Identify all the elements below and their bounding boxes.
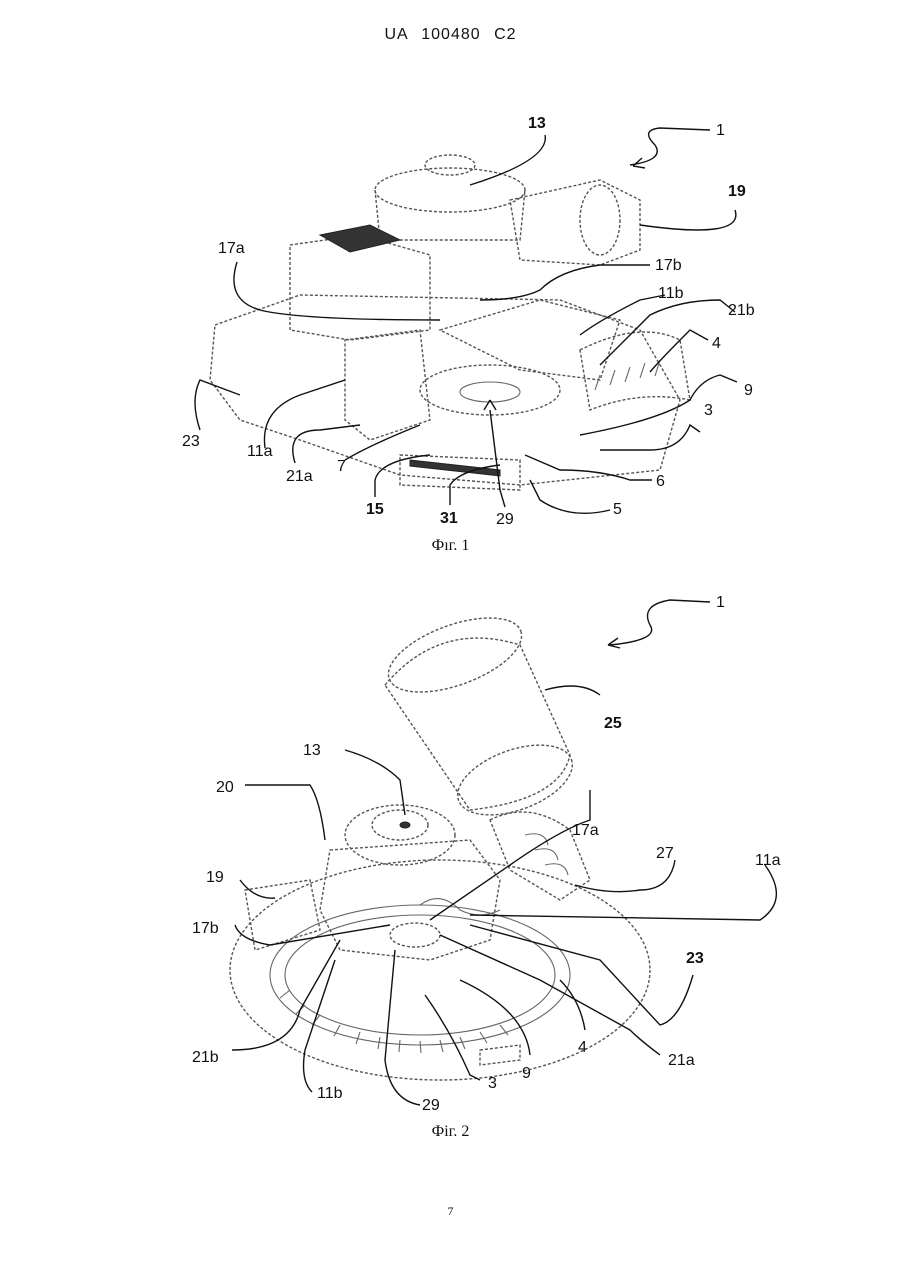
fig2-label: 11b	[317, 1085, 343, 1102]
fig2-label: 9	[522, 1065, 531, 1082]
fig2-label: 19	[206, 869, 224, 886]
fig1-label: 23	[182, 433, 200, 450]
fig1-label: 19	[728, 183, 746, 200]
fig2-label: 11a	[755, 852, 781, 869]
fig2-label: 25	[604, 715, 622, 732]
fig2-label: 21a	[668, 1052, 695, 1069]
fig1-label: 1	[716, 122, 725, 139]
fig2-label: 13	[303, 742, 321, 759]
fig2-label: 4	[578, 1039, 587, 1056]
fig1-label: 11b	[658, 285, 684, 302]
fig1-label: 29	[496, 511, 514, 528]
fig2-label: 17b	[192, 920, 219, 937]
fig1-label: 5	[613, 501, 622, 518]
figure-1-mechanism	[210, 155, 690, 490]
fig1-label: 7	[337, 458, 346, 475]
figure-1-leader-lines	[195, 128, 737, 513]
figure-2-labels: 1 25 13 20 17a 27 11a 19 17b 23 21a 4 9 …	[192, 594, 781, 1114]
fig2-label: 21b	[192, 1049, 219, 1066]
fig1-label: 11a	[247, 443, 273, 460]
figure-2-mechanism	[230, 603, 650, 1080]
fig1-label: 17a	[218, 240, 245, 257]
page-number: 7	[0, 1204, 901, 1219]
fig1-label: 31	[440, 510, 458, 527]
fig2-label: 27	[656, 845, 674, 862]
figure-1-caption: Фıг. 1	[0, 537, 901, 555]
fig1-label: 3	[704, 402, 713, 419]
fig2-label: 20	[216, 779, 234, 796]
fig1-label: 21b	[728, 302, 755, 319]
fig1-label: 15	[366, 501, 384, 518]
fig1-label: 17b	[655, 257, 682, 274]
fig1-label: 9	[744, 382, 753, 399]
figure-1-drawing: 13 1 19 17a 17b 11b 21b 4 9 3 6 5 29 31 …	[0, 0, 901, 560]
figure-2-drawing: 1 25 13 20 17a 27 11a 19 17b 23 21a 4 9 …	[0, 580, 901, 1180]
fig1-label: 4	[712, 335, 721, 352]
figure-2-leader-lines	[232, 600, 776, 1105]
fig2-label: 1	[716, 594, 725, 611]
fig2-label: 3	[488, 1075, 497, 1092]
fig2-label: 23	[686, 950, 704, 967]
fig1-label: 6	[656, 473, 665, 490]
fig1-label: 21a	[286, 468, 313, 485]
fig2-label: 17a	[572, 822, 599, 839]
fig1-label: 13	[528, 115, 546, 132]
figure-2-caption: Фіг. 2	[0, 1123, 901, 1141]
fig2-label: 29	[422, 1097, 440, 1114]
